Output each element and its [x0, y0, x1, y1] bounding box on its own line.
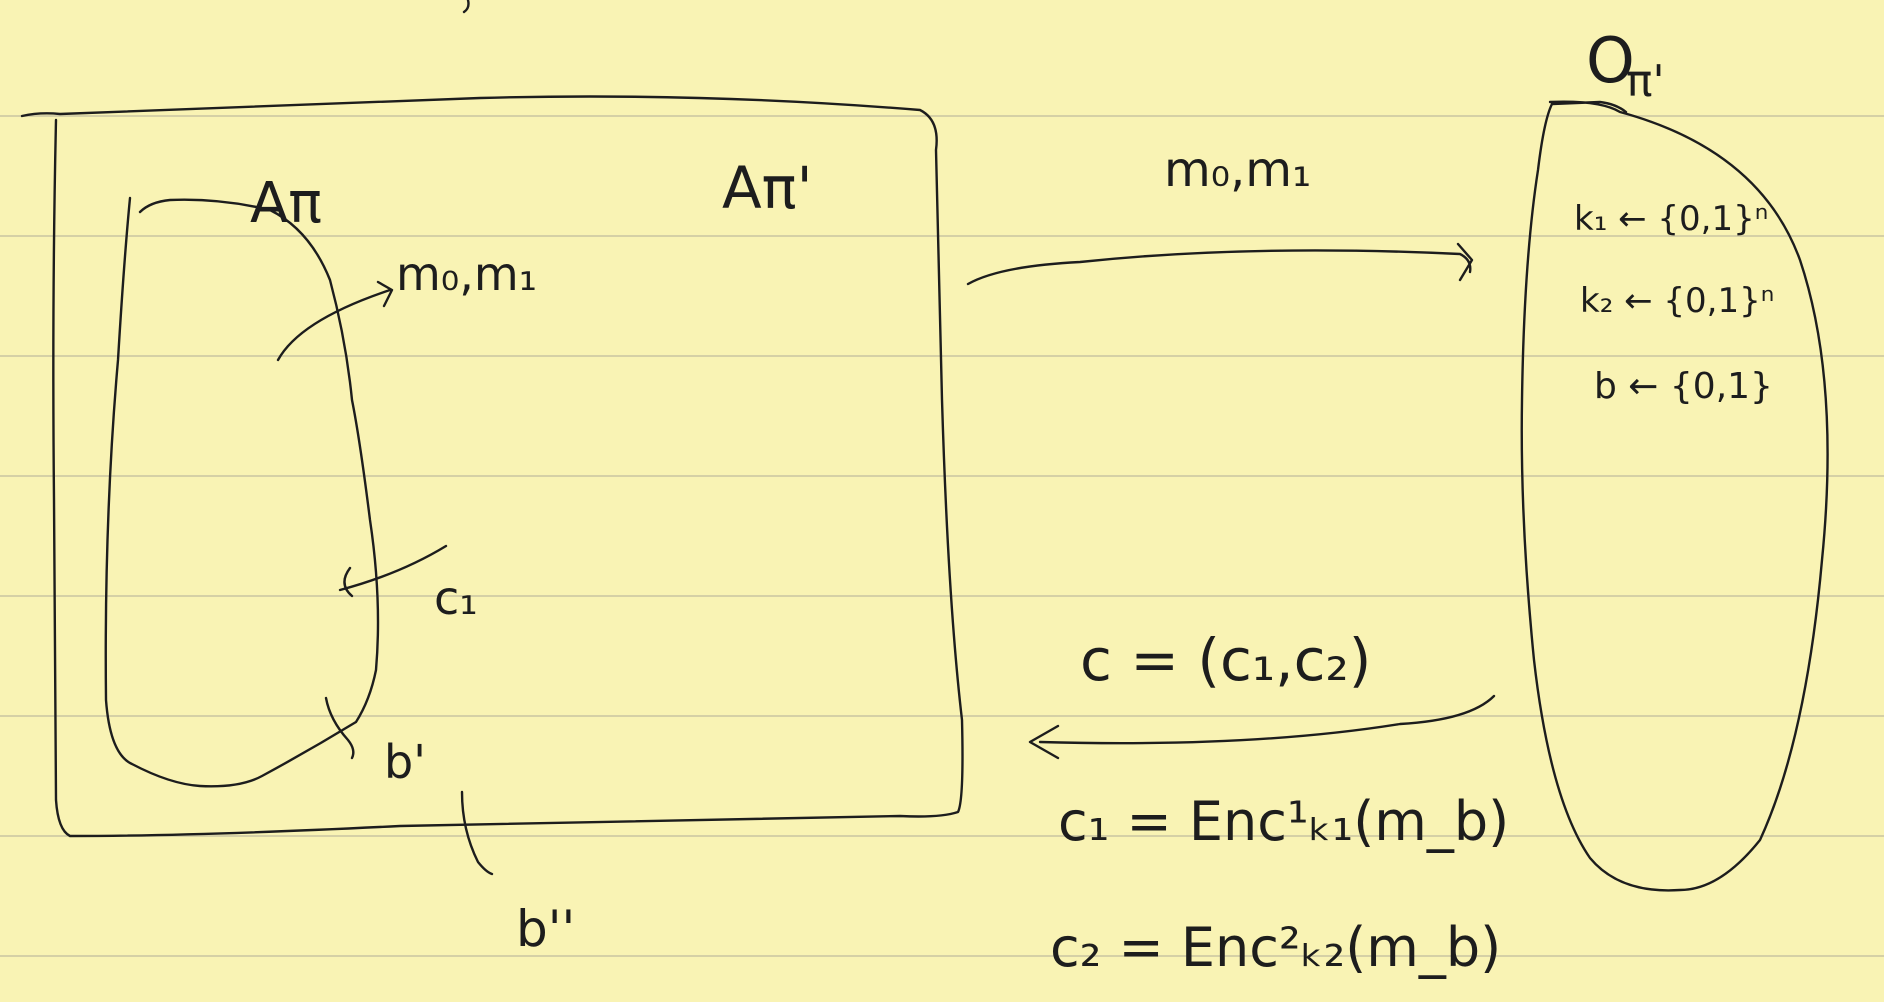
b-prime-mark: [324, 696, 355, 760]
query-arrow: [966, 242, 1474, 286]
stray-mark: [462, 0, 470, 14]
oracle-line-k1: k₁ ← {0,1}ⁿ: [1574, 199, 1768, 239]
b-double-prime-label: b'': [516, 900, 575, 958]
oracle-line-k2: k₂ ← {0,1}ⁿ: [1580, 281, 1774, 321]
challenge-arrow: [1028, 694, 1496, 760]
inner-query-arrow: [276, 280, 394, 362]
outer-adversary-label: Aπ': [722, 154, 813, 222]
ruled-lines: [0, 115, 1884, 957]
oracle-sub-label: π': [1626, 56, 1665, 107]
inner-query-label: m₀,m₁: [396, 247, 537, 301]
inner-adversary-box: [104, 196, 380, 788]
c1-input-mark: [338, 544, 448, 598]
oracle-label: O: [1586, 24, 1635, 97]
inner-adversary-label: Aπ: [250, 171, 322, 236]
challenge-label: c = (c₁,c₂): [1080, 626, 1371, 694]
b-prime-label: b': [384, 735, 426, 789]
oracle-line-b: b ← {0,1}: [1594, 366, 1773, 407]
outer-adversary-box: [20, 95, 964, 838]
c2-definition: c₂ = Enc²ₖ₂(m_b): [1050, 916, 1501, 979]
oracle-shape: [1520, 100, 1829, 892]
c1-label: c₁: [434, 571, 478, 625]
c1-definition: c₁ = Enc¹ₖ₁(m_b): [1058, 790, 1509, 853]
query-label: m₀,m₁: [1164, 142, 1311, 198]
b-double-prime-mark: [460, 790, 494, 876]
